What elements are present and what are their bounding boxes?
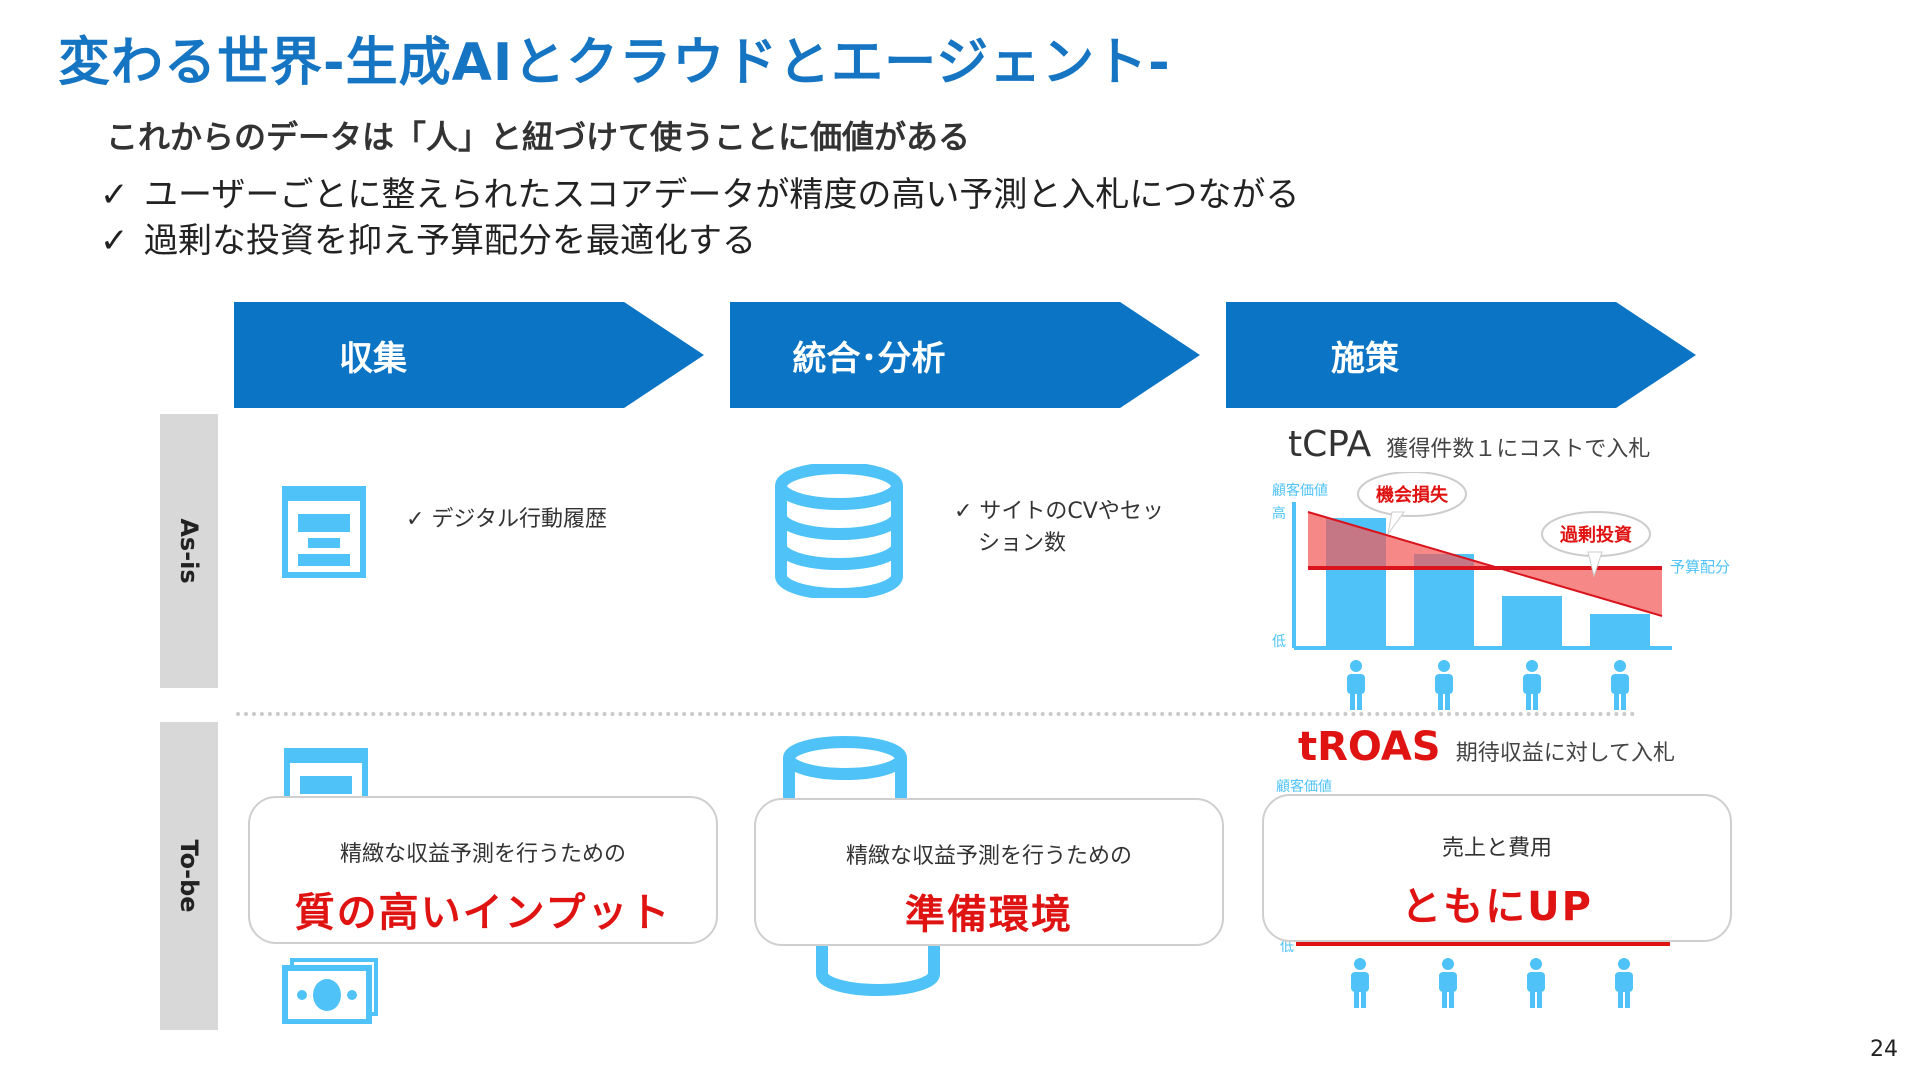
callout-quality-input: 精緻な収益予測を行うための 質の高いインプット — [248, 796, 718, 944]
stage-analysis: 統合･分析 — [730, 302, 1200, 408]
stage-action: 施策 — [1226, 302, 1696, 408]
row-label-text: As-is — [175, 518, 203, 584]
bubble-tail — [1387, 511, 1405, 535]
customer-icons — [1347, 660, 1629, 710]
troas-budget-line — [1296, 940, 1670, 946]
person-icon — [1611, 660, 1629, 710]
callout-revenue-cost: 売上と費用 ともにUP — [1262, 794, 1732, 942]
tcpa-heading: tCPA 獲得件数１にコストで入札 — [1288, 424, 1650, 465]
row-label-to-be: To-be — [160, 722, 218, 1030]
money-icon — [282, 958, 378, 1024]
bullet-text: 過剰な投資を抑え予算配分を最適化する — [144, 221, 756, 261]
callout-headline: 質の高いインプット — [294, 890, 672, 936]
check-icon: ✓ — [100, 175, 129, 215]
person-icon — [1615, 958, 1633, 1008]
bullet-list: ✓ ユーザーごとに整えられたスコアデータが精度の高い予測と入札につながる ✓ 過剰な… — [100, 172, 1299, 264]
database-bottom-icon — [816, 944, 940, 996]
bubble-over-text: 過剰投資 — [1560, 524, 1632, 546]
tcpa-name: tCPA — [1288, 424, 1372, 465]
person-icon — [1435, 660, 1453, 710]
page-number: 24 — [1870, 1037, 1898, 1062]
callout-headline: 準備環境 — [905, 892, 1073, 938]
troas-y-label: 顧客価値 — [1276, 779, 1332, 795]
callout-caption: 精緻な収益予測を行うための — [845, 844, 1132, 869]
customer-icons — [1351, 958, 1633, 1008]
person-icon — [1527, 958, 1545, 1008]
bullet-text: ユーザーごとに整えられたスコアデータが精度の高い予測と入札につながる — [144, 175, 1300, 215]
person-icon — [1523, 660, 1541, 710]
analysis-note-line: ✓ サイトのCVやセッ — [954, 499, 1164, 524]
bubble-missed — [1357, 472, 1467, 517]
web-page-icon — [282, 486, 366, 578]
budget-label: 予算配分 — [1670, 558, 1730, 576]
bullet-item: ✓ 過剰な投資を抑え予算配分を最適化する — [100, 218, 1299, 264]
row-label-as-is: As-is — [160, 414, 218, 688]
callout-headline: ともにUP — [1401, 884, 1593, 930]
chart-bar — [1502, 596, 1562, 646]
database-icon — [783, 736, 907, 806]
troas-heading: tROAS 期待収益に対して入札 — [1298, 724, 1675, 770]
tcpa-chart: 顧客価値 高 低 機会損失 過剰投資 予算配分 — [1272, 472, 1730, 710]
analysis-note-line: ション数 — [978, 531, 1067, 556]
row-divider — [236, 712, 1636, 716]
chart-y-low: 低 — [1272, 634, 1286, 650]
slide-subtitle: これからのデータは「人」と紐づけて使うことに価値がある — [106, 118, 971, 156]
database-icon — [775, 464, 903, 598]
chart-y-label: 顧客価値 — [1272, 482, 1328, 499]
bullet-item: ✓ ユーザーごとに整えられたスコアデータが精度の高い予測と入札につながる — [100, 172, 1299, 218]
value-line — [1307, 511, 1663, 617]
bubble-tail — [1587, 551, 1603, 578]
bubble-missed-text: 機会損失 — [1376, 484, 1449, 506]
stage-collect: 収集 — [234, 302, 704, 408]
troas-y-low: 低 — [1280, 939, 1294, 955]
person-icon — [1351, 958, 1369, 1008]
callout-caption: 精緻な収益予測を行うための — [339, 842, 626, 867]
check-icon: ✓ — [100, 221, 129, 261]
callout-caption: 売上と費用 — [1441, 836, 1552, 861]
tcpa-desc: 獲得件数１にコストで入札 — [1386, 437, 1651, 462]
troas-desc: 期待収益に対して入札 — [1455, 741, 1676, 766]
web-page-icon — [284, 748, 368, 800]
slide-title: 変わる世界-生成AIとクラウドとエージェント- — [58, 33, 1171, 93]
callout-environment: 精緻な収益予測を行うための 準備環境 — [754, 798, 1224, 946]
collect-note: ✓ デジタル行動履歴 — [406, 507, 607, 532]
troas-name: tROAS — [1298, 724, 1441, 770]
chart-bar — [1590, 614, 1650, 646]
row-label-text: To-be — [175, 839, 203, 913]
person-icon — [1347, 660, 1365, 710]
person-icon — [1439, 958, 1457, 1008]
analysis-note: ✓ サイトのCVやセッ ション数 — [954, 496, 1164, 560]
chart-y-high: 高 — [1272, 505, 1286, 522]
